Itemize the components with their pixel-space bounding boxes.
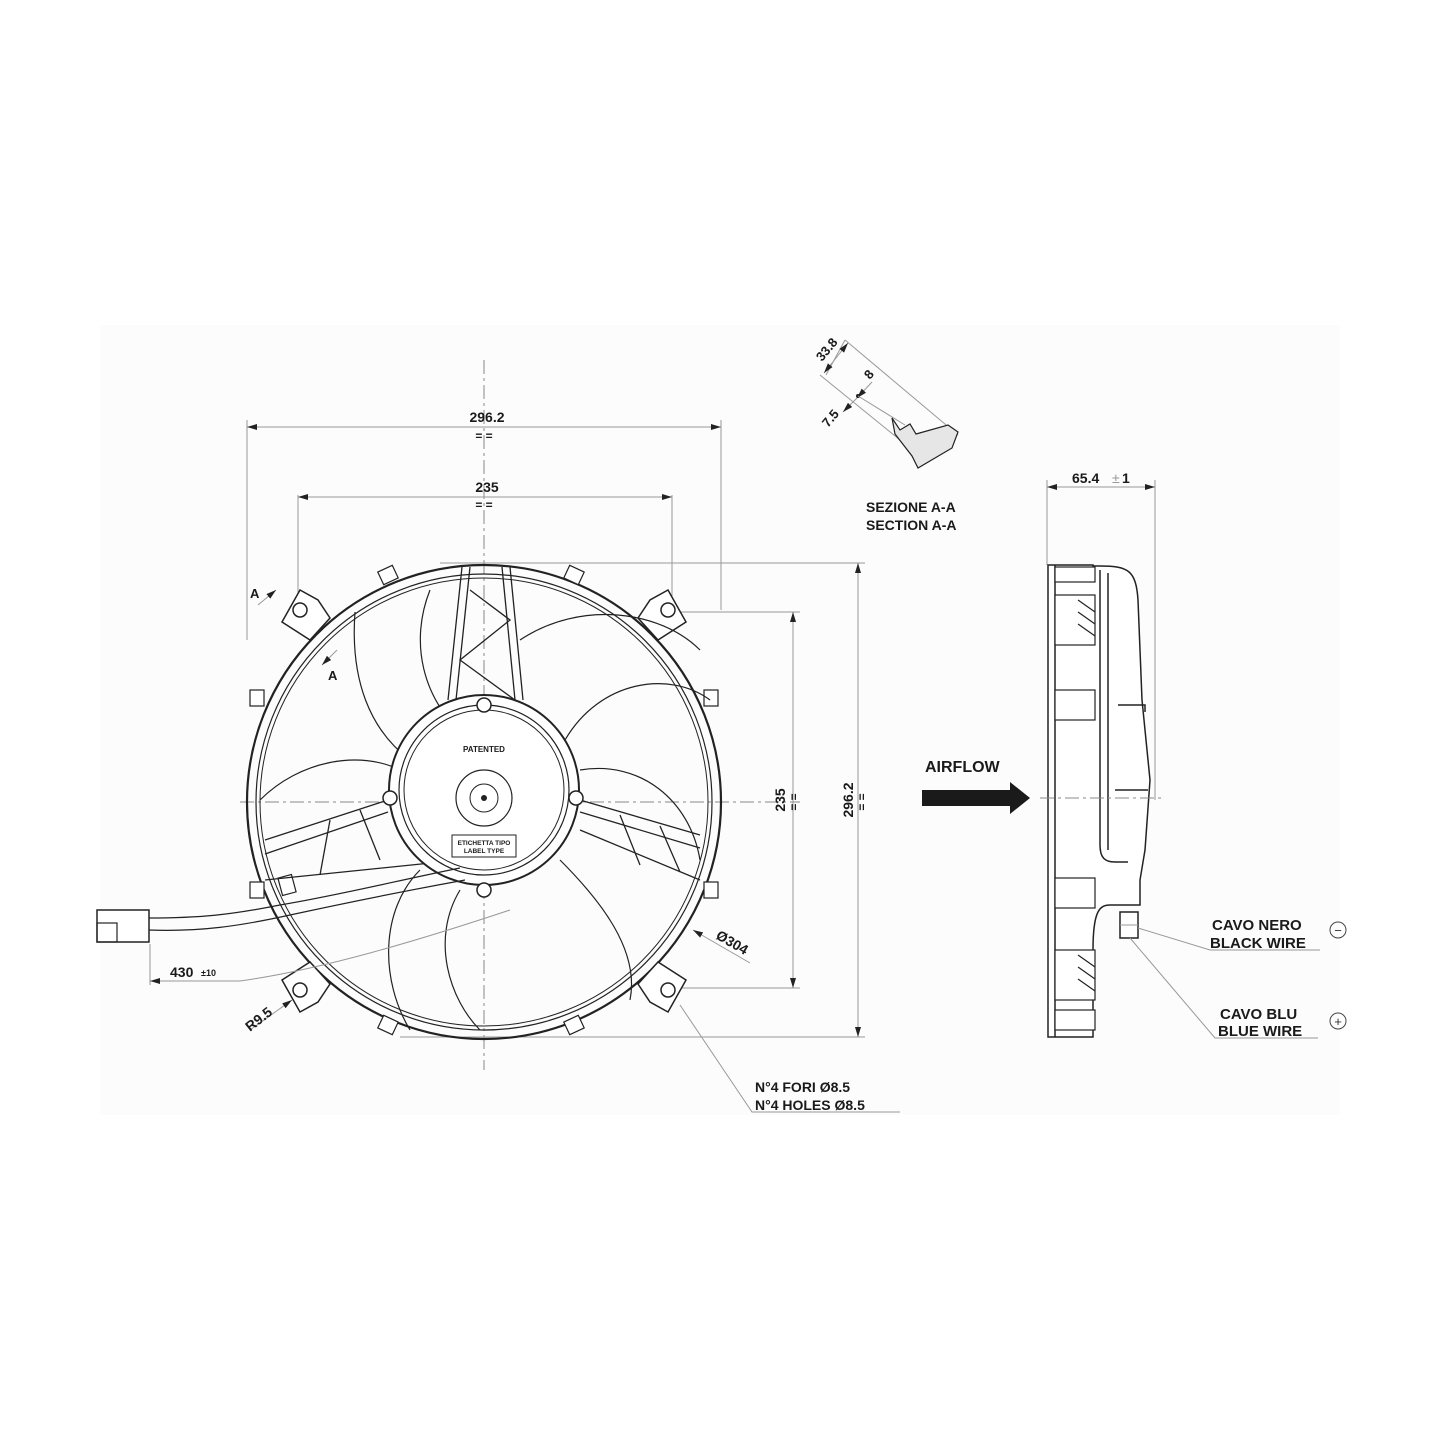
height-overall-label: 296.2 (840, 782, 856, 817)
airflow-label: AIRFLOW (925, 759, 1001, 776)
label-type-line1: ETICHETTA TIPO (458, 840, 511, 847)
airflow-indicator: AIRFLOW (922, 759, 1030, 814)
hole-spacing-v-symmetry-mark: = = (787, 793, 801, 810)
front-view: 296.2 = = 235 = = 235 = = 296.2 = = (96, 360, 900, 1113)
section-dim-upper: 8 (861, 367, 877, 382)
section-profile (891, 417, 959, 469)
hole-spacing-h-symmetry-mark: = = (475, 498, 492, 512)
blue-wire-label-it: CAVO BLU (1220, 1006, 1297, 1023)
radius-label: R9.5 (242, 1003, 275, 1034)
hole-spacing-v-label: 235 (772, 788, 788, 812)
section-mark-top: A (250, 586, 260, 601)
motor: PATENTED ETICHETTA TIPO LABEL TYPE (382, 694, 584, 898)
black-wire-label-it: CAVO NERO (1212, 917, 1302, 934)
negative-polarity-icon (1329, 921, 1347, 939)
positive-polarity-icon (1329, 1012, 1347, 1030)
blue-wire-label-en: BLUE WIRE (1218, 1023, 1302, 1040)
positive-polarity-symbol: + (1334, 1014, 1342, 1029)
section-dim-total: 33.8 (813, 335, 841, 364)
power-cable (96, 867, 466, 943)
width-overall-label: 296.2 (469, 409, 504, 425)
cable-length-label: 430 (170, 964, 194, 980)
fan-shroud (245, 563, 723, 1041)
side-view: 65.4 ± 1 CAVO NERO BLACK (1040, 470, 1347, 1040)
cable-length-tolerance: ±10 (201, 968, 216, 978)
section-title-en: SECTION A-A (866, 517, 956, 533)
section-mark-bottom: A (328, 668, 338, 683)
negative-polarity-symbol: − (1334, 923, 1342, 938)
width-symmetry-mark: = = (475, 429, 492, 443)
section-dim-lower: 7.5 (819, 406, 842, 429)
hole-spacing-h-label: 235 (475, 479, 499, 495)
holes-label-it: N°4 FORI Ø8.5 (755, 1079, 850, 1095)
black-wire-label-en: BLACK WIRE (1210, 935, 1306, 952)
label-type-line2: LABEL TYPE (464, 848, 505, 855)
section-view: 33.8 8 7.5 SEZIONE A-A SECTION A-A (813, 335, 959, 533)
support-struts (264, 566, 701, 881)
connector (96, 909, 150, 943)
label-type-box (451, 834, 517, 858)
mounting-lug (280, 588, 688, 1014)
depth-tolerance: 1 (1122, 470, 1130, 486)
holes-label-en: N°4 HOLES Ø8.5 (755, 1097, 865, 1113)
fan-blades (259, 589, 711, 1031)
airflow-arrow-icon (922, 782, 1030, 814)
depth-tolerance-symbol: ± (1112, 470, 1120, 486)
height-symmetry-mark: = = (855, 793, 869, 810)
depth-label: 65.4 (1072, 470, 1099, 486)
section-title-it: SEZIONE A-A (866, 499, 956, 515)
patented-mark: PATENTED (463, 745, 505, 754)
